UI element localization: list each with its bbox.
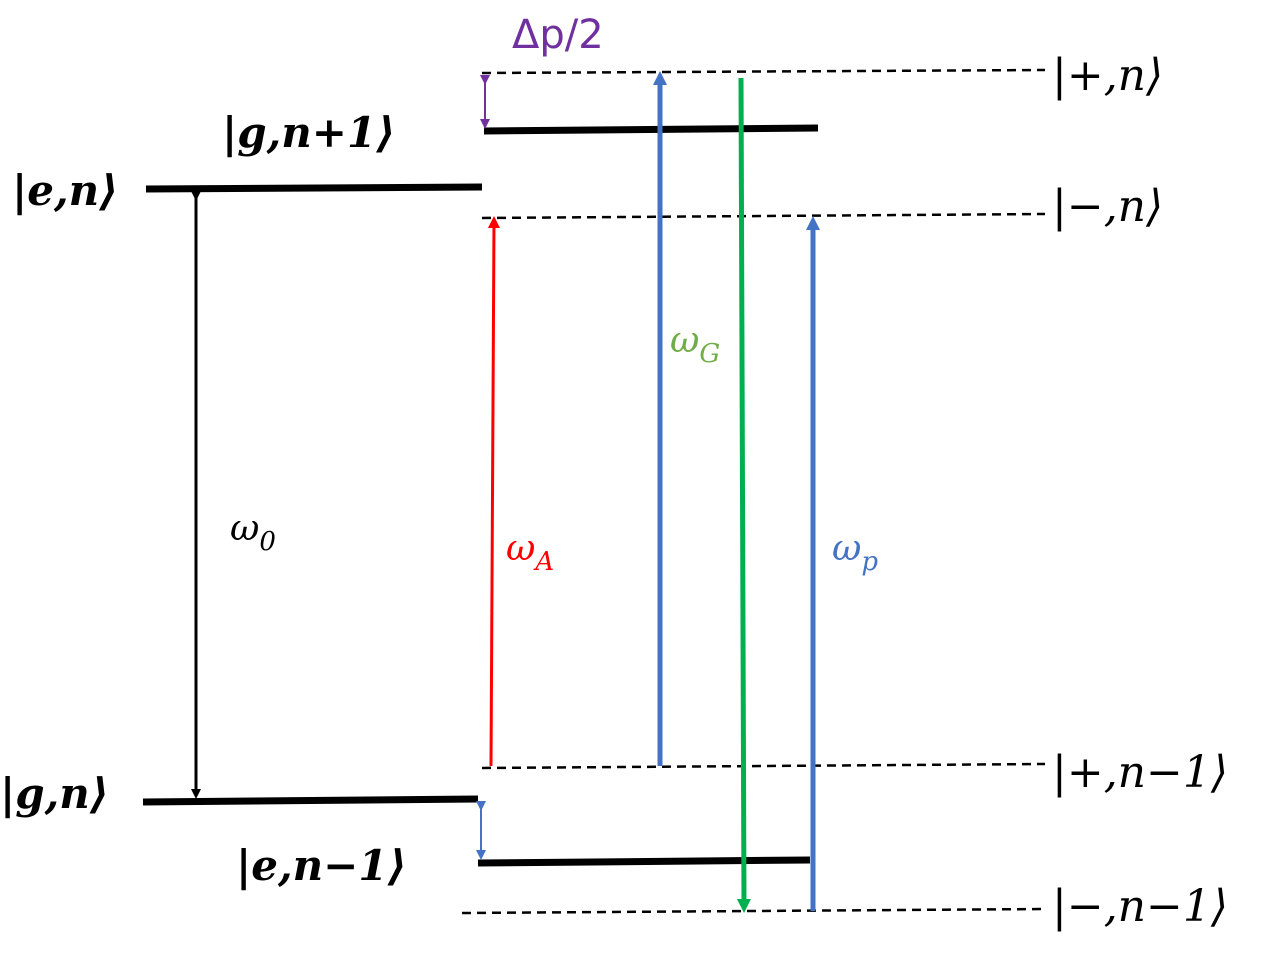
label-plus-n: |+,n⟩ — [1052, 50, 1163, 101]
level-e-n-minus-1 — [477, 856, 811, 867]
dashed-level-minus-n — [481, 212, 1046, 220]
level-g-n1 — [483, 124, 819, 135]
label-minus-n-minus-1: |−,n−1⟩ — [1052, 881, 1228, 932]
dashed-level-minus-n-minus-1 — [461, 907, 1046, 915]
label-omega-0: ω0 — [230, 508, 276, 557]
omega-a-arrow — [487, 216, 500, 767]
omega-g-arrow — [736, 77, 751, 913]
label-omega-a: ωA — [506, 528, 554, 577]
label-delta-p: Δp/2 — [512, 12, 604, 58]
level-g-n — [142, 795, 479, 806]
label-plus-n-minus-1: |+,n−1⟩ — [1052, 747, 1228, 798]
label-g-n1: |g,n+1⟩ — [222, 108, 395, 157]
label-omega-g: ωG — [670, 320, 720, 369]
label-e-n-minus-1: |e,n−1⟩ — [236, 841, 407, 890]
dashed-level-plus-n — [481, 68, 1046, 75]
label-e-n: |e,n⟩ — [12, 166, 118, 215]
dashed-level-plus-n-minus-1 — [481, 762, 1046, 770]
label-minus-n: |−,n⟩ — [1052, 181, 1163, 232]
label-omega-p: ωp — [832, 528, 878, 577]
level-e-n — [145, 183, 483, 193]
label-g-n: |g,n⟩ — [0, 769, 109, 818]
